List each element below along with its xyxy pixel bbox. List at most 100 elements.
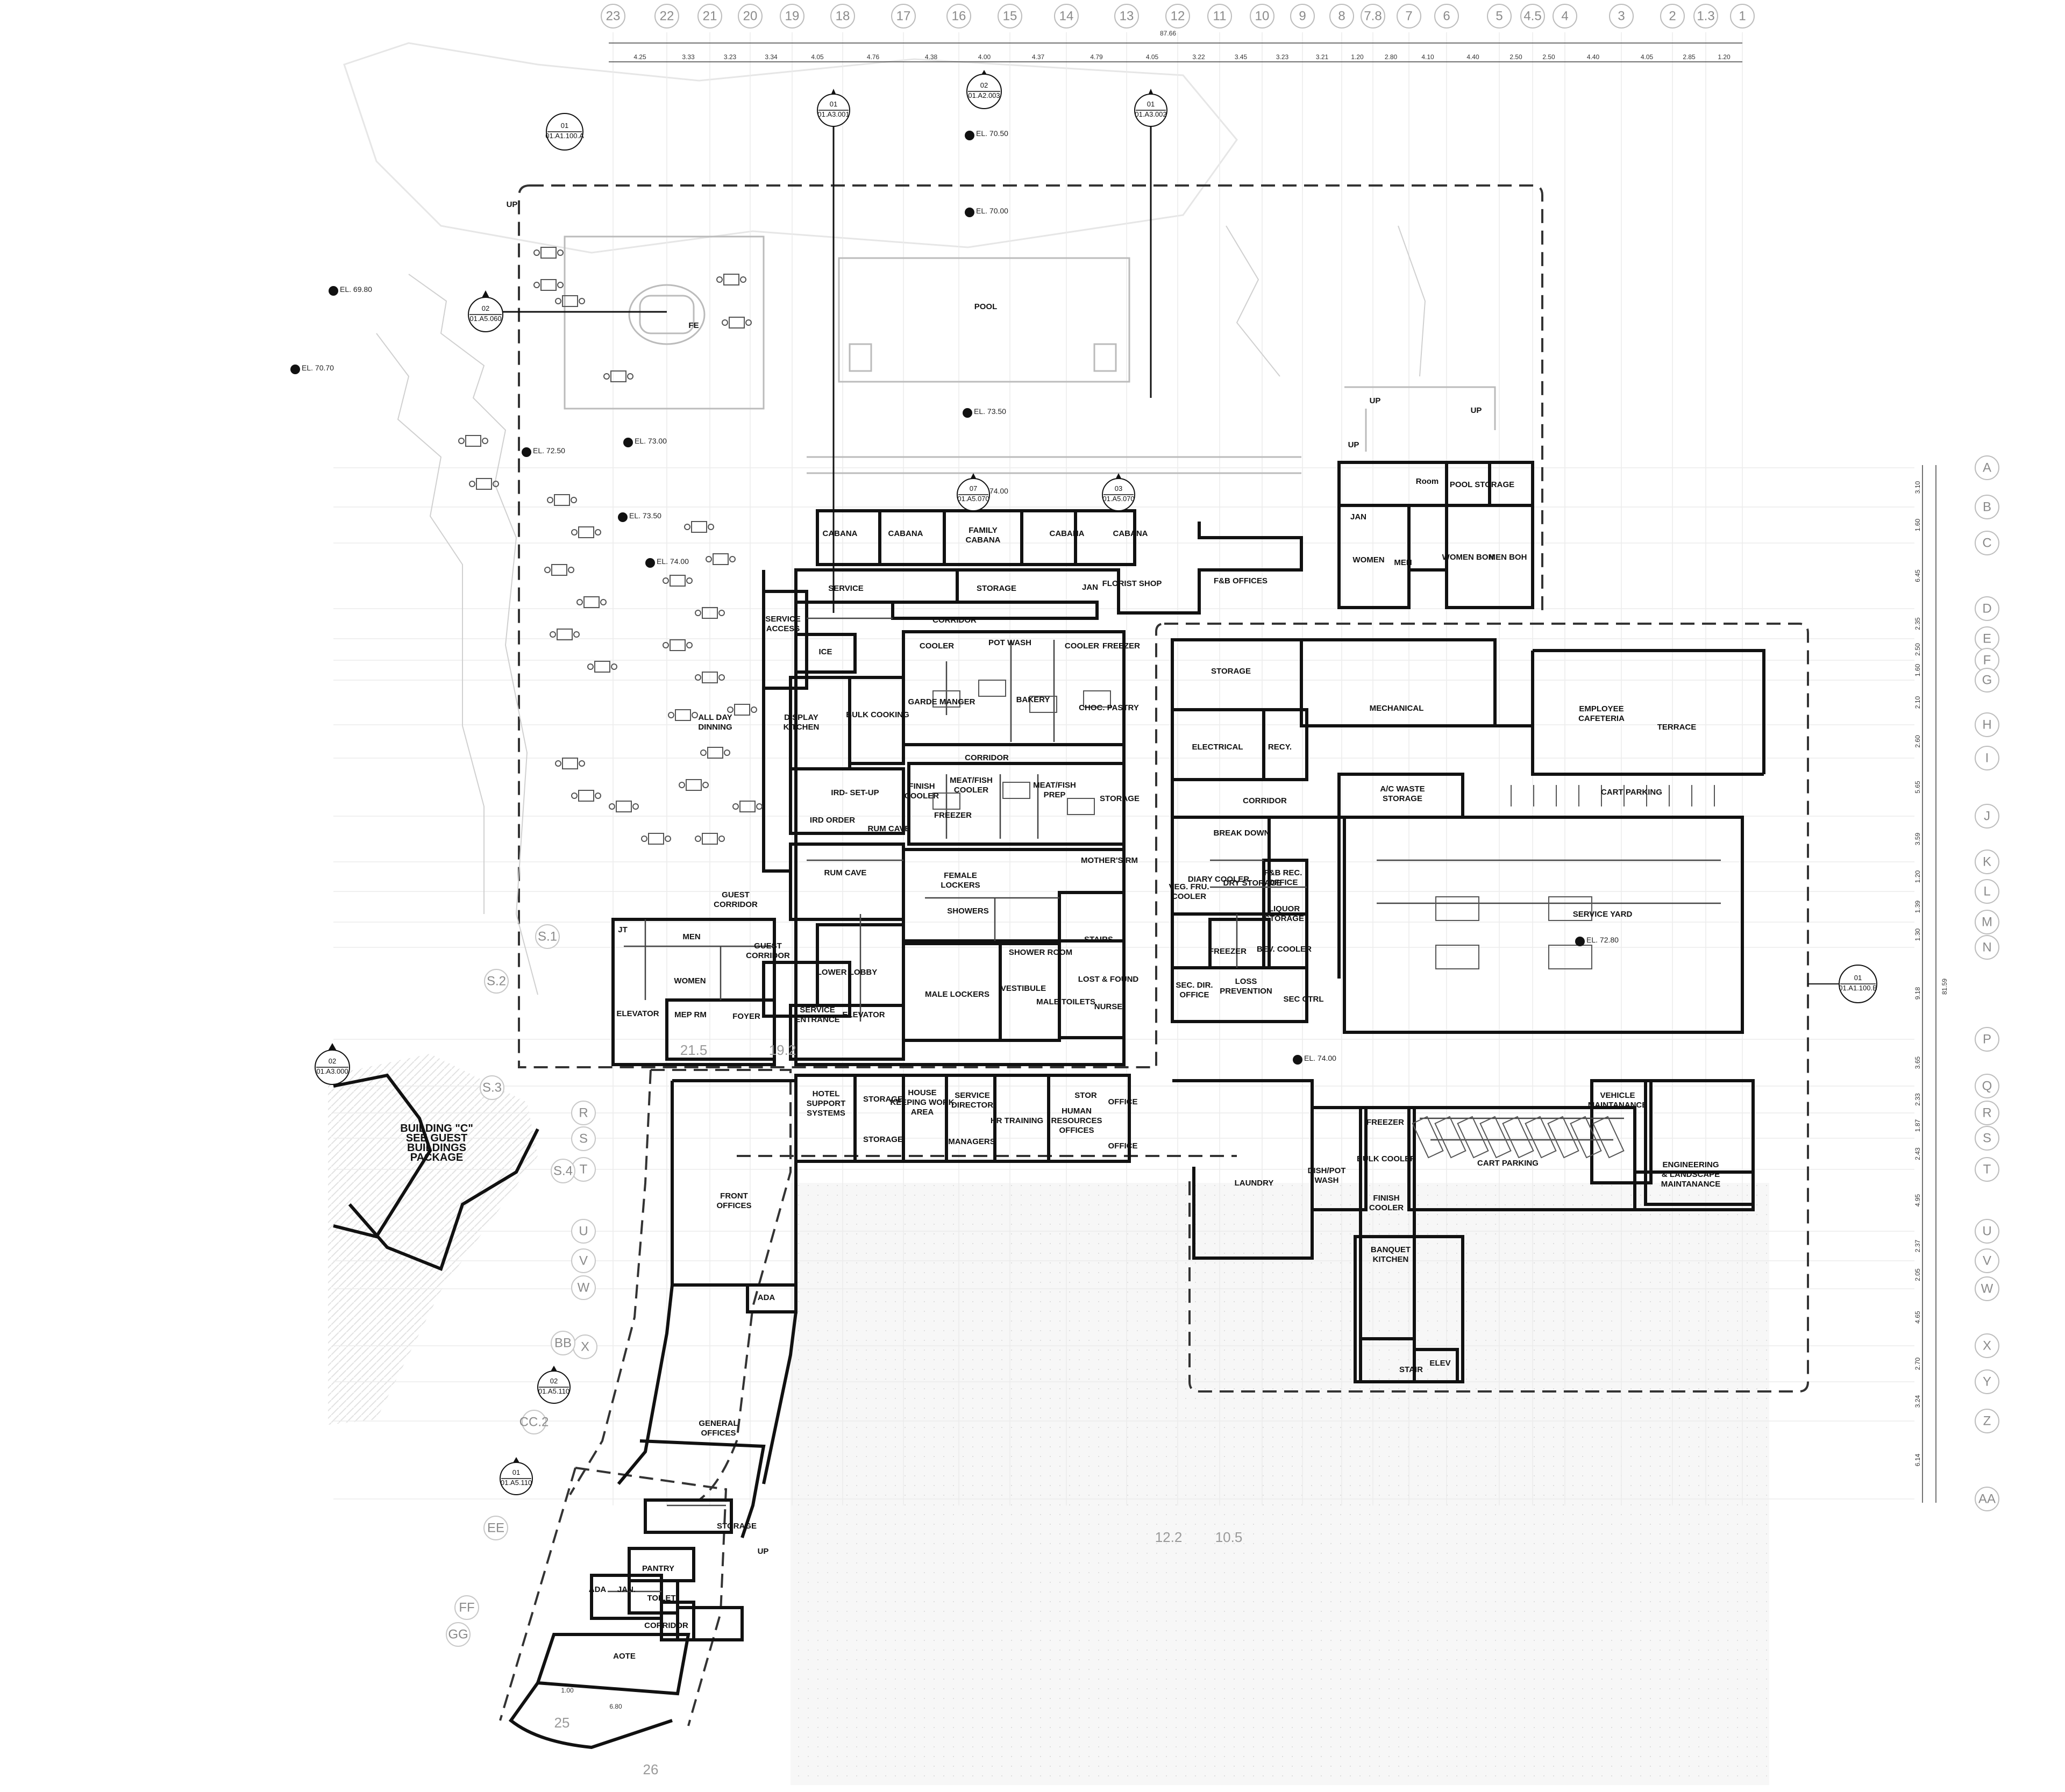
section-tag[interactable]: 07 01.A5.070 [957,473,990,511]
dining-table [458,435,488,447]
dining-table [700,747,730,759]
grid-bubble-label: P [1983,1032,1991,1046]
elevation-label: EL. 70.00 [976,206,1008,215]
grid-bubble-label: 19 [785,9,800,23]
section-tag[interactable]: 02 01.A5.060 [468,290,667,332]
walls [333,461,1765,1750]
room-label: MEN BOH [1489,553,1527,562]
dimension-value: 6.45 [1914,569,1921,582]
right-dimension-text: 3.101.606.452.352.501.602.102.605.653.59… [1914,481,1921,1466]
kitchen-equipment [1029,696,1057,713]
room-label: CORRIDOR [644,1621,688,1630]
grid-bubble-top: 4 [1553,4,1577,28]
dining-table [571,526,601,538]
grid-bubble-right: H [1975,712,1999,737]
room-label: CABANA [888,529,923,538]
grid-bubble-label: AA [1978,1491,1996,1506]
room-label: STAIR [1399,1365,1423,1374]
dimension-value: 4.76 [867,53,880,61]
grid-bubble-label: 7.8 [1364,9,1382,23]
dimension-value: 1.20 [1718,53,1731,61]
grid-bubble-right: W [1975,1276,1999,1301]
vehicle [1435,945,1479,969]
grid-bubble-left: GG [446,1622,471,1647]
grid-bubble-label: A [1983,460,1991,475]
section-tag[interactable]: 03 01.A5.070 [1102,473,1135,511]
dining-table [641,833,671,845]
room-label: JAN [1350,512,1366,522]
section-tag[interactable]: 01 01.A1.100.A [545,113,584,151]
dining-table [555,295,585,307]
dimension-value: 4.79 [1090,53,1103,61]
grid-bubble-right: N [1975,935,1999,960]
dimension-value: 3.33 [682,53,695,61]
dining-table [679,779,709,791]
section-tag-ref: 01.A1.100.A [545,132,584,140]
section-tag[interactable]: 01 01.A3.002 [1134,89,1167,398]
dining-table [550,629,580,640]
grid-bubble-label: N [1982,940,1991,954]
section-tag[interactable]: 02 01.A5.110 [537,1366,571,1404]
grid-bubble-label: Z [1983,1413,1991,1428]
grid-bubble-top: 4.5 [1520,4,1545,28]
grid-bubble-right: C [1975,531,1999,555]
room-label: BAKERY [1016,695,1050,704]
kitchen-equipment [932,793,960,810]
dining-table [609,801,639,812]
grid-bubble-label: T [1983,1162,1991,1176]
dimension-value: 3.59 [1914,832,1921,845]
room-label: F&B REC.OFFICE [1264,868,1302,887]
grid-bubble-label: 14 [1059,9,1074,23]
section-tag[interactable]: 01 01.A1.100.B [1808,965,1877,1003]
grid-bubble-label: 10 [1255,9,1270,23]
dimension-value: 1.60 [1914,518,1921,531]
grid-bubble-right: S [1975,1126,1999,1151]
grid-bubble-label: 18 [836,9,850,23]
room-label: SHOWERS [947,906,989,916]
section-tag-number: 02 [550,1377,558,1385]
grid-bubble-label: X [581,1339,589,1354]
section-tag[interactable]: 02 01.A2.003 [966,70,1002,109]
grid-bubble-left: EE [483,1516,508,1540]
dining-table [547,494,577,506]
section-tag[interactable]: 01 01.A5.110 [500,1457,533,1495]
dining-table [469,478,499,490]
grid-bubble-label: R [1982,1105,1991,1120]
fixtures [458,247,1715,1159]
room-label: BULK COOKING [846,710,909,719]
section-tag-ref: 01.A3.001 [817,110,849,118]
room-label: LOWER LOBBY [817,968,878,977]
room-label: MEN [1394,558,1412,567]
grid-bubble-label: V [1983,1253,1991,1268]
grid-bubble-left: S.1 [535,924,560,949]
room-label: WOMEN BOH [1442,553,1494,562]
grid-bubble-label: S.3 [482,1080,502,1095]
dining-table [695,607,725,619]
overall-dimension: 87.66 [1160,30,1176,37]
section-tag-ref: 01.A5.110 [538,1387,569,1395]
misc-grid-text: 21.5 19.2 12.2 10.5 25 26 1.00 6.80 [554,1042,1243,1777]
grid-bubble-label: T [580,1162,588,1176]
section-tag[interactable]: 01 01.A3.001 [817,89,850,613]
grid-bubble-top: 21 [697,4,722,28]
dimension-value: 2.37 [1914,1239,1921,1252]
room-label: JAN [1082,583,1098,592]
room-label: SEC. DIR.OFFICE [1176,981,1213,999]
section-tag[interactable]: 02 01.A3.000 [315,1043,350,1085]
cart-parking-stall [1457,1116,1489,1159]
dimension-value: 2.35 [1914,617,1921,630]
section-tag-ref: 01.A5.070 [957,495,989,503]
background-areas [328,42,1769,1785]
dimension-value: 4.95 [1914,1194,1921,1206]
grid-text: 19.2 [769,1042,796,1058]
